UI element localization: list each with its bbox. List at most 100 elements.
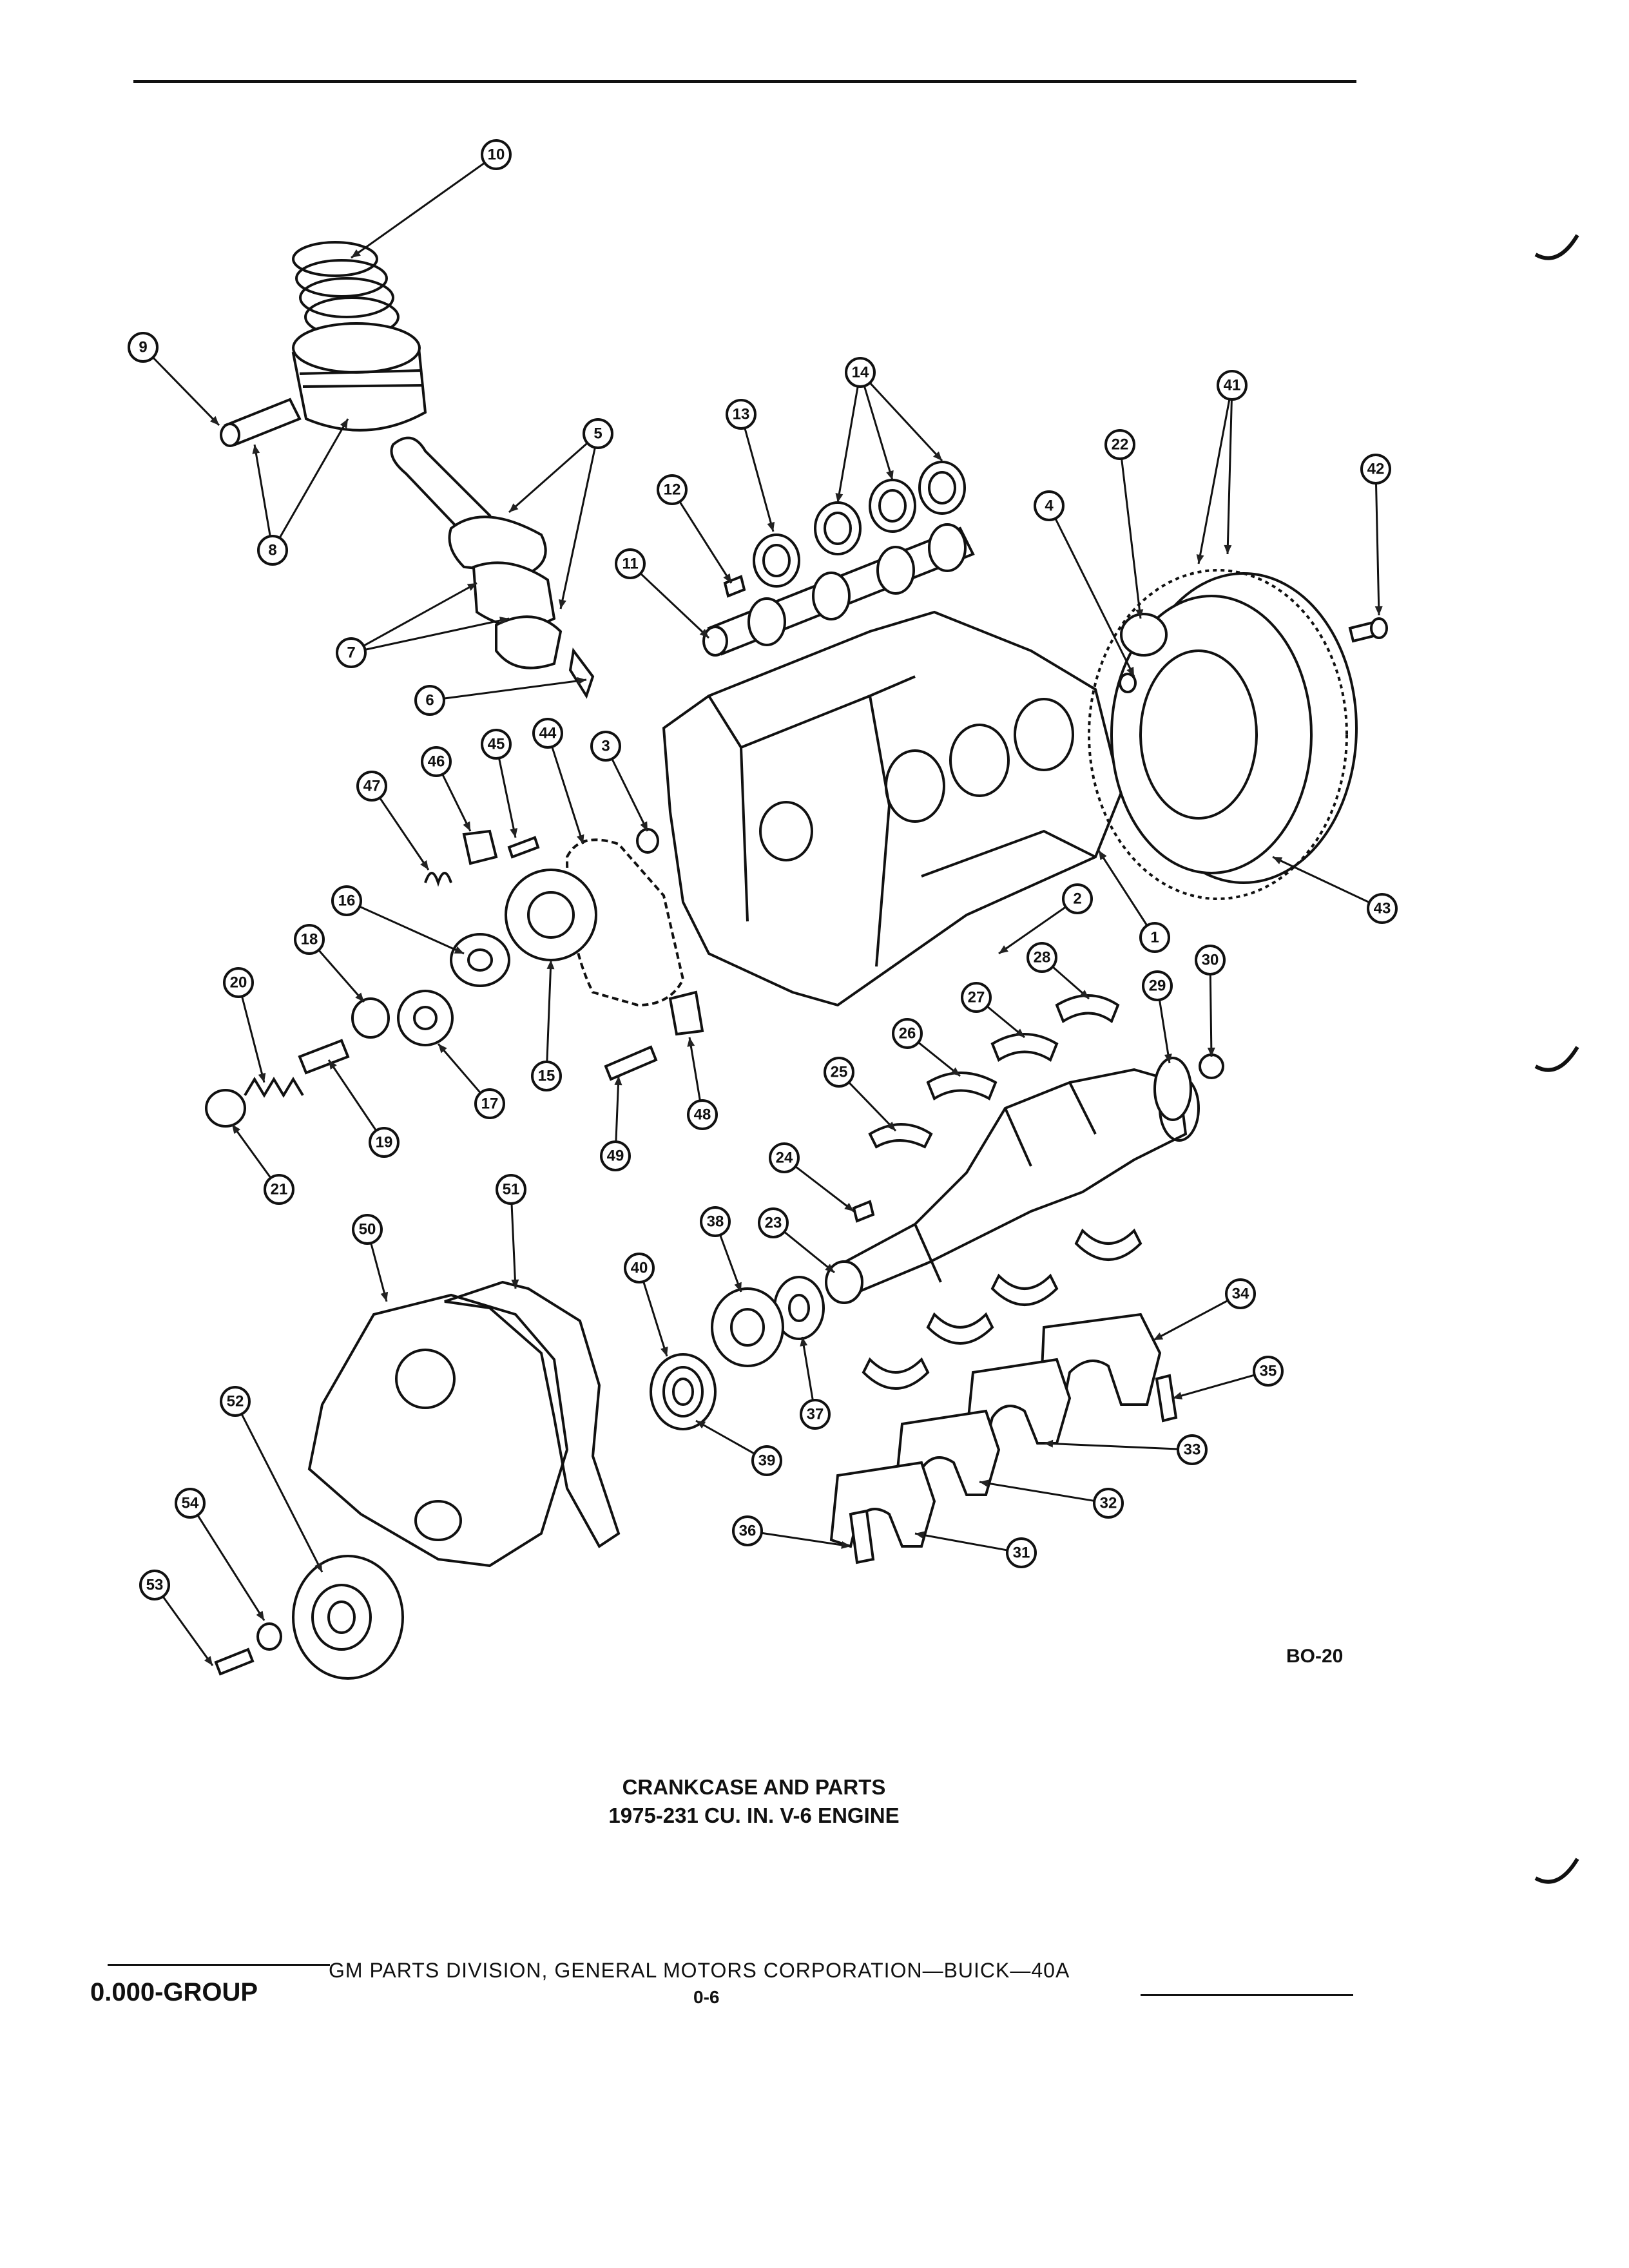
callout-label: 13 bbox=[733, 406, 750, 423]
leader-line-44 bbox=[551, 746, 584, 845]
callout-label: 21 bbox=[271, 1181, 288, 1198]
leader-line-11 bbox=[639, 572, 710, 639]
leader-arrowhead-17 bbox=[438, 1044, 447, 1053]
leader-arrowhead-41 bbox=[1196, 554, 1204, 564]
leader-line-8 bbox=[253, 444, 271, 537]
callout-label: 11 bbox=[622, 555, 638, 573]
callout-34: 34 bbox=[1225, 1278, 1256, 1309]
leader-arrowhead-23 bbox=[825, 1264, 834, 1273]
callout-label: 12 bbox=[664, 481, 681, 499]
leader-arrowhead-40 bbox=[660, 1346, 668, 1356]
top-rule bbox=[133, 80, 1356, 83]
callout-29: 29 bbox=[1142, 970, 1173, 1001]
leader-line-15 bbox=[546, 959, 552, 1062]
leader-arrowhead-50 bbox=[380, 1291, 389, 1302]
publisher-line: GM PARTS DIVISION, GENERAL MOTORS CORPOR… bbox=[329, 1959, 1070, 1982]
callout-46: 46 bbox=[421, 746, 452, 777]
margin-tick-mark bbox=[1534, 1046, 1579, 1072]
callout-label: 48 bbox=[694, 1106, 711, 1124]
leader-line-10 bbox=[351, 162, 485, 259]
crank-gear-illustration bbox=[397, 990, 454, 1046]
leader-arrowhead-51 bbox=[511, 1279, 519, 1289]
leader-line-41 bbox=[1197, 399, 1231, 564]
callout-44: 44 bbox=[532, 718, 563, 749]
leader-line-48 bbox=[688, 1037, 701, 1101]
callout-7: 7 bbox=[336, 637, 367, 668]
callout-label: 46 bbox=[428, 753, 445, 771]
leader-line-39 bbox=[695, 1419, 755, 1455]
callout-26: 26 bbox=[892, 1018, 923, 1049]
leader-arrowhead-2 bbox=[999, 945, 1008, 954]
callout-label: 49 bbox=[607, 1148, 624, 1165]
callout-1: 1 bbox=[1139, 922, 1170, 953]
callout-label: 26 bbox=[899, 1025, 916, 1043]
leader-arrowhead-44 bbox=[577, 834, 584, 844]
callout-38: 38 bbox=[700, 1206, 731, 1237]
leader-line-51 bbox=[510, 1203, 517, 1289]
leader-arrowhead-22 bbox=[1135, 609, 1144, 619]
callout-label: 31 bbox=[1013, 1544, 1030, 1562]
bearing-caps-illustration bbox=[829, 1312, 1178, 1548]
callout-12: 12 bbox=[657, 474, 688, 505]
callout-label: 38 bbox=[707, 1213, 724, 1231]
bolt-36-illustration bbox=[849, 1509, 875, 1564]
flywheel-illustration bbox=[1088, 569, 1358, 900]
callout-36: 36 bbox=[732, 1515, 763, 1546]
leader-arrowhead-12 bbox=[723, 573, 731, 583]
leader-arrowhead-25 bbox=[886, 1121, 896, 1131]
leader-arrowhead-38 bbox=[734, 1282, 742, 1292]
timing-chain-illustration bbox=[505, 838, 685, 1007]
leader-arrowhead-33 bbox=[1044, 1439, 1054, 1448]
leader-line-19 bbox=[327, 1059, 377, 1131]
gasket-illustration bbox=[444, 1280, 621, 1548]
leader-arrowhead-54 bbox=[256, 1610, 264, 1620]
callout-49: 49 bbox=[600, 1140, 631, 1171]
callout-53: 53 bbox=[139, 1570, 170, 1600]
leader-arrowhead-8 bbox=[340, 419, 348, 429]
callout-50: 50 bbox=[352, 1214, 383, 1245]
leader-arrowhead-6 bbox=[577, 677, 586, 685]
leader-line-41 bbox=[1226, 399, 1233, 555]
leader-arrowhead-37 bbox=[800, 1337, 808, 1347]
callout-19: 19 bbox=[369, 1127, 400, 1158]
callout-4: 4 bbox=[1034, 490, 1065, 521]
callout-30: 30 bbox=[1195, 945, 1226, 975]
leader-arrowhead-3 bbox=[640, 821, 648, 831]
leader-line-35 bbox=[1172, 1374, 1255, 1399]
callout-9: 9 bbox=[128, 332, 159, 363]
callout-6: 6 bbox=[414, 685, 445, 716]
callout-label: 35 bbox=[1260, 1363, 1277, 1380]
callout-label: 51 bbox=[503, 1181, 520, 1198]
callout-label: 29 bbox=[1149, 977, 1166, 995]
leader-arrowhead-53 bbox=[204, 1656, 213, 1666]
callout-45: 45 bbox=[481, 729, 512, 760]
callout-8: 8 bbox=[257, 535, 288, 566]
leader-line-33 bbox=[1043, 1442, 1179, 1450]
callout-43: 43 bbox=[1367, 893, 1398, 924]
callout-label: 37 bbox=[807, 1406, 824, 1423]
engine-parts-illustration bbox=[205, 241, 1388, 1680]
callout-label: 22 bbox=[1112, 436, 1129, 454]
callout-54: 54 bbox=[175, 1488, 206, 1519]
callout-33: 33 bbox=[1177, 1434, 1208, 1465]
leader-arrowhead-35 bbox=[1173, 1392, 1183, 1399]
callout-label: 33 bbox=[1184, 1441, 1201, 1459]
leader-arrowhead-9 bbox=[209, 416, 219, 425]
callout-label: 36 bbox=[739, 1523, 757, 1540]
callout-24: 24 bbox=[769, 1142, 800, 1173]
group-label: 0.000-GROUP bbox=[90, 1978, 258, 2006]
leader-line-32 bbox=[979, 1481, 1095, 1502]
leader-arrowhead-5 bbox=[559, 599, 566, 609]
spring-illustration bbox=[244, 1077, 304, 1098]
callout-label: 30 bbox=[1202, 952, 1219, 969]
callout-label: 23 bbox=[765, 1215, 782, 1232]
connecting-rod-illustration bbox=[390, 436, 595, 699]
margin-tick-mark bbox=[1534, 234, 1579, 260]
callout-label: 9 bbox=[139, 339, 147, 356]
leader-line-4 bbox=[1054, 518, 1135, 677]
leader-line-1 bbox=[1097, 850, 1148, 927]
callout-52: 52 bbox=[220, 1386, 251, 1417]
leader-line-7 bbox=[363, 582, 477, 647]
leader-line-25 bbox=[848, 1081, 897, 1132]
callout-label: 40 bbox=[631, 1260, 648, 1277]
